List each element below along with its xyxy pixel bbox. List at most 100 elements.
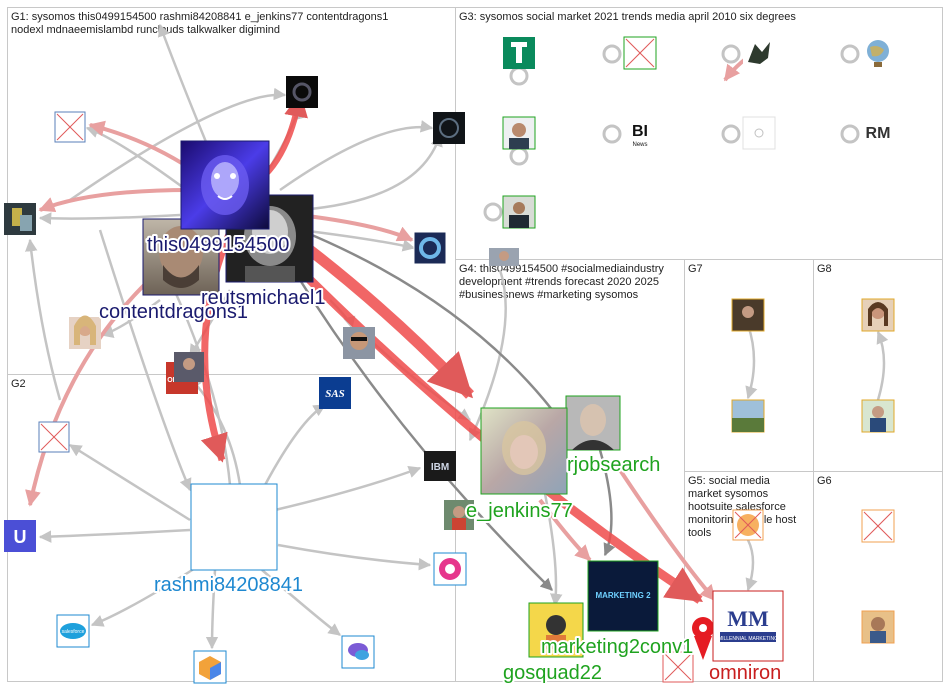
node-green-logo[interactable] — [503, 37, 535, 69]
node-man-photo-g3[interactable] — [502, 116, 536, 150]
edge — [261, 569, 341, 636]
node-small-photo-g4[interactable] — [444, 500, 474, 530]
panel-title-g3: G3: sysomos social market 2021 trends me… — [459, 11, 796, 23]
node-marketing2conv1[interactable]: MARKETING 2 — [587, 560, 659, 632]
node-placeholder-g1-top[interactable] — [54, 111, 86, 143]
label-omniron: omniron — [709, 662, 781, 684]
node-globe-logo[interactable] — [862, 37, 894, 69]
node-g6-photo[interactable] — [861, 610, 895, 644]
node-ibm-logo[interactable]: IBM — [424, 451, 456, 481]
group-panels — [7, 7, 943, 682]
node-placeholder-g6[interactable] — [861, 509, 895, 543]
node-unito-logo[interactable]: U — [4, 520, 36, 552]
edge — [299, 133, 443, 212]
node-dark-ring[interactable] — [286, 76, 318, 108]
salesforce-text: salesforce — [62, 629, 85, 635]
node-placeholder-g3[interactable] — [623, 36, 657, 70]
node-man-sunglasses[interactable] — [343, 327, 375, 359]
node-e-jenkins77[interactable] — [480, 407, 568, 495]
node-omniron[interactable]: MM MILLENNIAL MARKETING — [712, 590, 784, 662]
edge — [299, 213, 414, 242]
node-chat-bubble-logo[interactable] — [341, 635, 375, 669]
node-light-logo[interactable] — [742, 116, 776, 150]
node-rm-logo[interactable]: RM — [862, 117, 894, 149]
g3-self-loops — [483, 44, 860, 222]
node-g5-orange-placeholder[interactable] — [732, 509, 764, 541]
label-rashmi84208841: rashmi84208841 — [154, 574, 303, 596]
panel-title-g6: G6 — [817, 475, 832, 487]
bi-news-text: News — [632, 142, 647, 148]
node-red-pin — [692, 617, 714, 660]
rm-text: RM — [866, 125, 891, 142]
node-g7-top-photo[interactable] — [731, 298, 765, 332]
panel-title-g8: G8 — [817, 263, 832, 275]
node-rjobsearch[interactable] — [565, 395, 621, 451]
edge — [274, 466, 422, 512]
panel-g8 — [813, 259, 943, 472]
label-marketing2conv1: marketing2conv1 — [541, 636, 693, 658]
ibm-text: IBM — [431, 462, 449, 473]
edge — [598, 449, 616, 557]
edge — [25, 238, 62, 401]
node-g7-bottom-photo[interactable] — [731, 399, 765, 433]
g5-title-line-5: tools — [688, 527, 712, 539]
node-rashmi84208841[interactable] — [190, 483, 278, 571]
node-this0499154500[interactable] — [180, 140, 270, 230]
node-contentdragons1[interactable] — [142, 218, 220, 296]
panel-title-g4: G4: this0499154500 #socialmediaindustry … — [459, 263, 667, 301]
node-small-photo[interactable] — [174, 352, 204, 382]
node-griffin-logo[interactable] — [743, 37, 775, 69]
edge — [299, 228, 561, 421]
edge — [538, 498, 592, 562]
bi-text: BI — [632, 123, 648, 140]
g5-title-line-2: market sysomos — [688, 488, 769, 500]
node-ring-logo[interactable] — [413, 231, 447, 265]
node-sas-logo[interactable]: SAS — [319, 377, 351, 409]
edge — [69, 87, 287, 202]
node-pink-app-logo[interactable] — [433, 552, 467, 586]
g4-title-line-3: #businessnews #marketing sysomos — [459, 289, 639, 301]
edge — [189, 377, 242, 486]
edge — [38, 212, 181, 225]
sas-text: SAS — [325, 388, 345, 400]
node-gosquad22[interactable] — [528, 602, 584, 658]
panel-g6 — [813, 471, 943, 682]
node-woman-photo[interactable] — [69, 315, 101, 350]
label-e-jenkins77: e_jenkins77 — [466, 500, 573, 522]
node-salesforce-logo[interactable]: salesforce — [56, 614, 90, 648]
label-contentdragons1: contentdragons1 — [99, 301, 248, 323]
edge — [618, 468, 717, 602]
mm-text: MM — [727, 606, 769, 631]
g1-title-line-2: nodexl mdnaeemislambd runclouds talkwalk… — [11, 24, 280, 36]
node-suit-man-photo[interactable] — [502, 195, 536, 229]
g5-title-line-1: G5: social media — [688, 475, 771, 487]
edge — [298, 279, 553, 591]
edge — [263, 403, 327, 486]
edge — [299, 228, 416, 252]
edge — [279, 120, 434, 192]
label-this0499154500: this0499154500 — [147, 234, 289, 256]
node-small-photo-g4-top[interactable] — [489, 248, 519, 266]
node-g8-top-photo[interactable] — [861, 298, 895, 332]
node-hexagon-logo[interactable] — [193, 650, 227, 684]
edge — [745, 324, 758, 400]
edge — [90, 563, 201, 627]
edge — [98, 229, 192, 492]
node-placeholder-g2[interactable] — [38, 421, 70, 453]
light-red-edges — [25, 48, 761, 602]
panel-title-g2: G2 — [11, 378, 26, 390]
node-bi-news-logo[interactable]: BI News — [624, 117, 656, 149]
node-g8-bottom-photo[interactable] — [861, 399, 895, 433]
edge — [277, 543, 432, 571]
node-trophy-photo[interactable] — [4, 203, 36, 235]
edge — [100, 298, 161, 339]
edge — [38, 188, 191, 213]
g4-title-line-2: development #trends forecast 2020 2025 — [459, 276, 659, 288]
group-titles: G1: sysomos this0499154500 rashmi8420884… — [11, 11, 832, 539]
node-dark-emblem[interactable] — [433, 112, 465, 144]
edge — [745, 539, 758, 592]
node-labels: this0499154500 contentdragons1 reutsmich… — [97, 232, 783, 686]
mm-sub-text: MILLENNIAL MARKETING — [718, 636, 778, 642]
node-placeholder-g4[interactable] — [662, 651, 694, 683]
